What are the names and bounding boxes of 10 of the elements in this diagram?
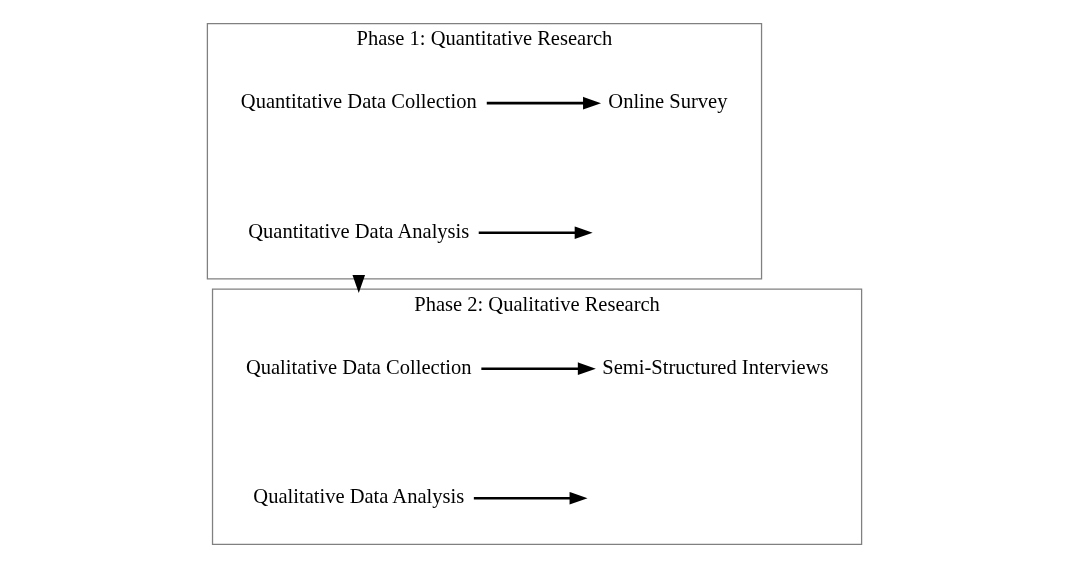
arrow	[473, 491, 588, 505]
node-text: Qualitative Data Collection	[245, 355, 472, 378]
arrow	[480, 362, 596, 375]
node-text: Semi-Structured Interviews	[601, 355, 828, 378]
node-text: Qualitative Data Analysis	[252, 485, 464, 508]
node-text: Online Survey	[607, 90, 727, 112]
node-text: Quantitative Data Analysis	[247, 219, 469, 242]
arrow	[478, 226, 593, 239]
arrow	[486, 96, 601, 110]
node-text: Quantitative Data Collection	[240, 90, 477, 112]
